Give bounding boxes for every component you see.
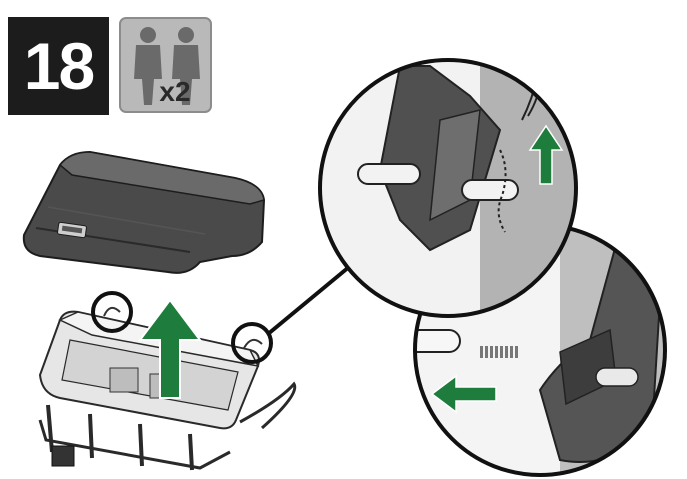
highlight-circle-left — [91, 291, 133, 333]
two-person-icon — [134, 27, 200, 105]
highlight-circle-right — [231, 322, 273, 364]
step-number-badge: 18 — [8, 17, 109, 115]
detail-circle-top — [318, 58, 578, 318]
people-count-label: x2 — [159, 76, 191, 107]
up-arrow-icon — [138, 298, 202, 399]
people-required-badge: x2 — [119, 17, 212, 113]
up-arrow-small-icon — [528, 124, 564, 185]
left-arrow-icon — [430, 374, 497, 414]
grill-lid — [22, 150, 266, 274]
logo-badge — [57, 221, 87, 239]
connector-line — [266, 260, 357, 336]
